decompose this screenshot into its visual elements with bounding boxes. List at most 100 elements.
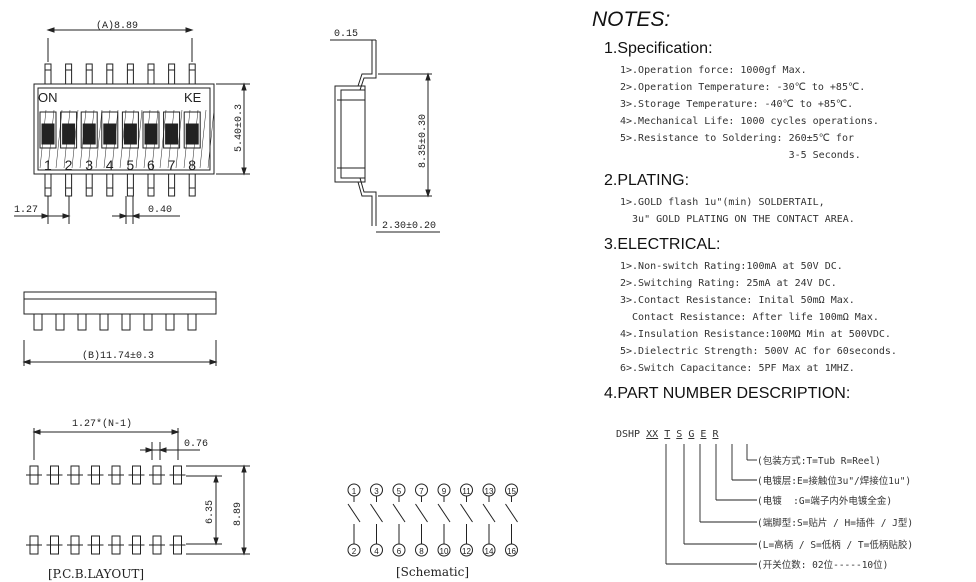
dim-overall-height-label: 8.35±0.30 bbox=[418, 114, 429, 168]
on-label: ON bbox=[38, 90, 58, 105]
notes-line: 1>.Operation force: 1000gf Max. bbox=[620, 65, 807, 76]
switch-slot bbox=[121, 111, 139, 149]
front-pin bbox=[187, 313, 197, 331]
pin-circle-bottom bbox=[392, 543, 406, 557]
part-number-description: (电镀层:E=接触位3u"/焊接位1u") bbox=[757, 476, 912, 487]
schematic-caption: [Schematic] bbox=[396, 565, 469, 579]
side-view bbox=[330, 39, 440, 233]
dim-a-label: (A)8.89 bbox=[96, 20, 138, 32]
lower-pin bbox=[85, 173, 93, 197]
lower-pin bbox=[44, 173, 52, 197]
upper-pin bbox=[106, 63, 114, 85]
switch-slot bbox=[39, 111, 57, 149]
switch-digit: 5 bbox=[126, 157, 134, 173]
notes-line: 3-5 Seconds. bbox=[620, 150, 861, 161]
notes-line: 6>.Switch Capacitance: 5PF Max at 1MHZ. bbox=[620, 363, 855, 374]
lower-pin bbox=[106, 173, 114, 197]
dim-b-label: (B)11.74±0.3 bbox=[82, 350, 154, 362]
code-packaging-base: T bbox=[664, 429, 671, 440]
switch-digit: 7 bbox=[168, 157, 176, 173]
upper-pin bbox=[65, 63, 73, 85]
code-terminal: S bbox=[676, 429, 683, 440]
part-number-description: (L=高柄 / S=低柄 / T=低柄贴胶) bbox=[757, 540, 914, 551]
dim-body-height-label: 5.40±0.3 bbox=[234, 104, 245, 152]
notes-line: 3>.Contact Resistance: Inital 50mΩ Max. bbox=[620, 295, 855, 306]
pin-circle-bottom bbox=[460, 543, 473, 557]
pin-number-top: 3 bbox=[374, 487, 379, 496]
pin-number-bottom: 6 bbox=[397, 547, 402, 556]
notes-line: 5>.Dielectric Strength: 500V AC for 60se… bbox=[620, 346, 897, 357]
pin-circle-bottom bbox=[505, 543, 518, 557]
switch-slot bbox=[163, 111, 181, 149]
notes-line: 3u" GOLD PLATING ON THE CONTACT AREA. bbox=[620, 214, 855, 225]
pin-number-bottom: 10 bbox=[440, 547, 449, 556]
dim-depth-label: 2.30±0.20 bbox=[382, 221, 436, 232]
part-number-leaders bbox=[665, 444, 757, 565]
front-pin bbox=[99, 313, 109, 331]
notes-body: 1.Specification: 1>.Operation force: 1000… bbox=[592, 40, 972, 403]
notes-section-heading: 3.ELECTRICAL: bbox=[604, 236, 721, 253]
code-positions: XX bbox=[646, 429, 659, 440]
front-pin bbox=[55, 313, 65, 331]
notes-line: 2>.Operation Temperature: -30℃ to +85℃. bbox=[620, 82, 866, 93]
notes-section-heading: 2.PLATING: bbox=[604, 172, 690, 189]
switch-digit: 3 bbox=[85, 157, 93, 173]
switch-actuator bbox=[123, 123, 137, 145]
lower-pin bbox=[188, 173, 196, 197]
front-pin bbox=[143, 313, 153, 331]
part-number-description: (开关位数: 02位-----10位) bbox=[757, 560, 889, 571]
code-plating-layer: E bbox=[700, 429, 707, 440]
notes-line: 4>.Mechanical Life: 1000 cycles operatio… bbox=[620, 116, 879, 127]
pin-number-bottom: 8 bbox=[419, 547, 424, 556]
top-view-switches bbox=[39, 109, 215, 169]
dim-pcb-span-label: 1.27*(N-1) bbox=[72, 418, 132, 430]
lower-pin bbox=[147, 173, 155, 197]
pin-number-bottom: 16 bbox=[507, 547, 516, 556]
pin-number-top: 15 bbox=[507, 487, 516, 496]
pin-circle-bottom bbox=[347, 543, 361, 557]
upper-pin bbox=[85, 63, 93, 85]
dim-lead-thickness-label: 0.15 bbox=[334, 29, 358, 40]
pin-circle-bottom bbox=[482, 543, 496, 557]
code-packing: R bbox=[712, 429, 719, 440]
dim-pcb-height2-label: 8.89 bbox=[233, 502, 244, 526]
pin-number-top: 13 bbox=[485, 487, 494, 496]
notes-panel: NOTES: 1.Specification: 1>.Operation forc… bbox=[592, 8, 972, 407]
dim-pin-width-label: 0.40 bbox=[148, 205, 172, 216]
front-view-pins bbox=[33, 313, 197, 331]
switch-digit: 8 bbox=[188, 157, 196, 173]
top-view-lower-pins bbox=[44, 173, 196, 197]
pin-number-top: 5 bbox=[397, 487, 402, 496]
notes-line: 5>.Resistance to Soldering: 260±5℃ for bbox=[620, 133, 854, 144]
notes-title: NOTES: bbox=[592, 8, 671, 31]
front-view bbox=[22, 291, 218, 366]
lower-pin bbox=[126, 173, 134, 197]
part-number-description: (包装方式:T=Tub R=Reel) bbox=[757, 456, 881, 467]
top-view bbox=[14, 27, 250, 224]
switch-actuator bbox=[62, 123, 76, 145]
notes-line: Contact Resistance: After life 100mΩ Max… bbox=[620, 312, 879, 323]
dim-pcb-height1-label: 6.35 bbox=[205, 500, 216, 524]
notes-line: 1>.GOLD flash 1u"(min) SOLDERTAIL, bbox=[620, 197, 825, 208]
pin-number-bottom: 2 bbox=[352, 547, 357, 556]
ke-label: KE bbox=[184, 90, 202, 105]
switch-actuator bbox=[103, 123, 117, 145]
front-view-body bbox=[23, 291, 217, 315]
switch-digit: 4 bbox=[106, 157, 114, 173]
part-number-description: (电镀 :G=端子内外电镀全金) bbox=[757, 496, 893, 507]
top-view-body bbox=[33, 83, 215, 175]
upper-pin bbox=[147, 63, 155, 85]
pin-circle-bottom bbox=[415, 543, 428, 557]
lower-pin bbox=[65, 173, 73, 197]
notes-line: 3>.Storage Temperature: -40℃ to +85℃. bbox=[620, 99, 854, 110]
switch-digit: 6 bbox=[147, 157, 155, 173]
pin-number-top: 11 bbox=[462, 487, 471, 496]
front-pin bbox=[33, 313, 43, 331]
switch-digit: 1 bbox=[44, 157, 52, 173]
notes-section-heading: 1.Specification: bbox=[604, 40, 713, 57]
code-plating: G bbox=[688, 429, 695, 440]
part-number-prefix: DSHP bbox=[616, 429, 641, 440]
